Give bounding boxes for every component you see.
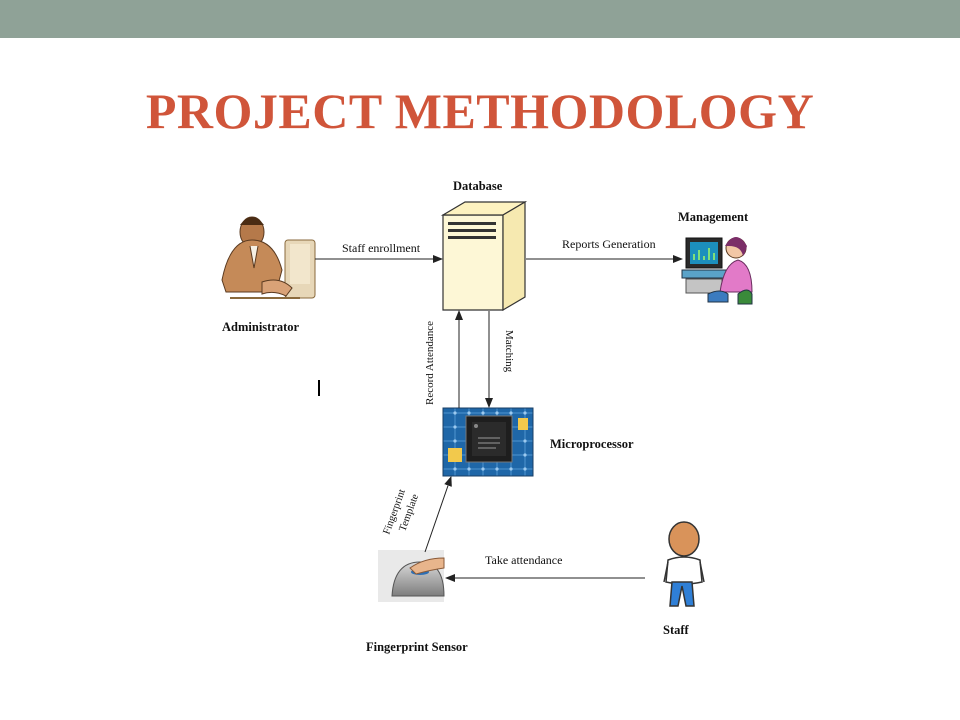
fingerprint-template-arrow <box>424 476 452 553</box>
database-label: Database <box>453 179 503 193</box>
database-server-icon <box>440 200 528 312</box>
management-icon <box>681 237 753 305</box>
connector-lines <box>315 255 683 582</box>
text-cursor-mark <box>318 380 320 396</box>
staff-label: Staff <box>663 623 689 637</box>
record-attendance-label: Record Attendance <box>424 321 436 405</box>
fingerprint-sensor-label: Fingerprint Sensor <box>366 640 468 654</box>
administrator-icon <box>221 216 316 299</box>
staff-icon <box>663 521 705 607</box>
microprocessor-icon <box>442 407 534 477</box>
slide-title: PROJECT METHODOLOGY <box>145 83 815 139</box>
take-attendance-label: Take attendance <box>485 553 563 567</box>
management-label: Management <box>678 210 749 224</box>
matching-label: Matching <box>503 330 515 373</box>
fingerprint-sensor-icon <box>378 550 445 602</box>
top-bar <box>0 0 960 38</box>
administrator-label: Administrator <box>222 320 300 334</box>
staff-enrollment-label: Staff enrollment <box>342 241 421 255</box>
reports-generation-label: Reports Generation <box>562 237 656 251</box>
microprocessor-label: Microprocessor <box>550 437 634 451</box>
